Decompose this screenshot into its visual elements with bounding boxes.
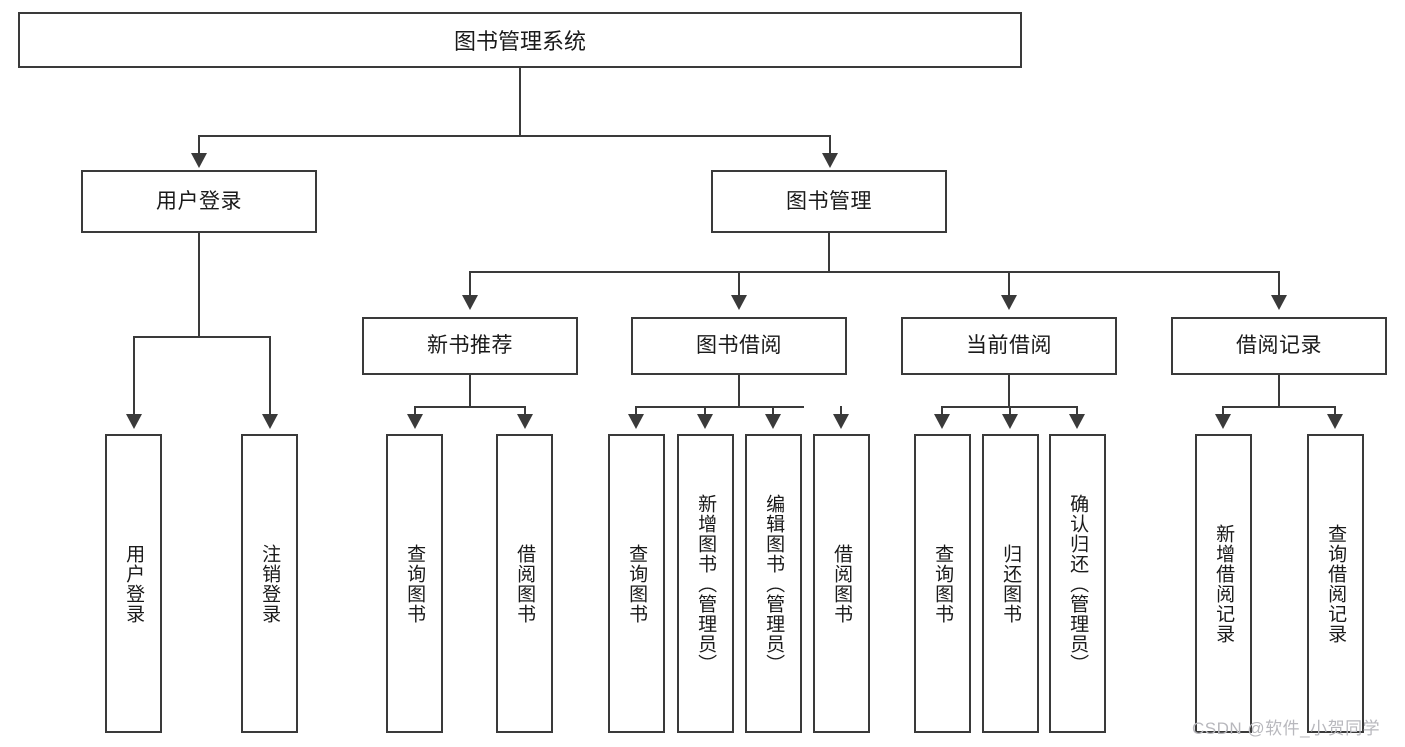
connector-bb-drop-3 <box>840 406 842 418</box>
arrowhead-leaf-bb-1 <box>697 414 713 429</box>
connector-cb-drop-1 <box>1009 406 1011 418</box>
node-label: 图书管理系统 <box>453 29 586 54</box>
node-label: 注销登录 <box>259 543 281 624</box>
node-label: 用户登录 <box>123 543 145 624</box>
arrowhead-leaf-nbr-1 <box>517 414 533 429</box>
leaf-book-borrow-1[interactable]: 新增图书（管理员） <box>677 434 734 733</box>
connector-root-to-user-login <box>198 135 200 156</box>
leaf-borrow-record-0[interactable]: 新增借阅记录 <box>1195 434 1252 733</box>
connector-user-login-bar <box>133 336 271 338</box>
arrowhead-leaf-cb-2 <box>1069 414 1085 429</box>
connector-bb-drop-1 <box>704 406 706 418</box>
connector-user-login-drop-0 <box>133 336 135 417</box>
arrowhead-book-borrow <box>731 295 747 310</box>
arrowhead-leaf-bb-0 <box>628 414 644 429</box>
node-new-book-recommend[interactable]: 新书推荐 <box>362 317 578 375</box>
node-label: 归还图书 <box>1000 543 1022 624</box>
node-book-borrow[interactable]: 图书借阅 <box>631 317 847 375</box>
leaf-current-borrow-2[interactable]: 确认归还（管理员） <box>1049 434 1106 733</box>
node-label: 新增图书（管理员） <box>695 493 717 674</box>
node-label: 确认归还（管理员） <box>1067 493 1089 674</box>
leaf-book-borrow-0[interactable]: 查询图书 <box>608 434 665 733</box>
node-label: 图书管理 <box>786 189 872 213</box>
arrowhead-new-book-recommend <box>462 295 478 310</box>
connector-book-manage-bar <box>469 271 1280 273</box>
arrowhead-leaf-br-0 <box>1215 414 1231 429</box>
arrowhead-leaf-br-1 <box>1327 414 1343 429</box>
connector-new-book-recommend-bar <box>414 406 526 408</box>
node-borrow-record[interactable]: 借阅记录 <box>1171 317 1387 375</box>
arrowhead-leaf-bb-2 <box>765 414 781 429</box>
connector-user-login-stem <box>198 233 200 337</box>
node-book-manage[interactable]: 图书管理 <box>711 170 947 233</box>
leaf-user-login-1[interactable]: 注销登录 <box>241 434 298 733</box>
connector-br-drop-1 <box>1334 406 1336 418</box>
connector-borrow-record-stem <box>1278 375 1280 408</box>
node-label: 借阅图书 <box>831 543 853 624</box>
node-label: 查询图书 <box>404 543 426 624</box>
connector-book-borrow-bar <box>635 406 804 408</box>
arrowhead-leaf-cb-0 <box>934 414 950 429</box>
connector-root-stem <box>519 68 521 136</box>
leaf-current-borrow-0[interactable]: 查询图书 <box>914 434 971 733</box>
connector-root-bar <box>198 135 831 137</box>
connector-book-manage-drop-1 <box>738 271 740 298</box>
connector-book-borrow-stem <box>738 375 740 408</box>
connector-cb-drop-2 <box>1076 406 1078 418</box>
connector-bb-drop-2 <box>772 406 774 418</box>
arrowhead-current-borrow <box>1001 295 1017 310</box>
connector-br-drop-0 <box>1222 406 1224 418</box>
arrowhead-borrow-record <box>1271 295 1287 310</box>
node-label: 查询借阅记录 <box>1325 523 1347 644</box>
arrowhead-book-manage <box>822 153 838 168</box>
arrowhead-leaf-nbr-0 <box>407 414 423 429</box>
node-root-system[interactable]: 图书管理系统 <box>18 12 1022 68</box>
leaf-new-book-recommend-0[interactable]: 查询图书 <box>386 434 443 733</box>
node-label: 用户登录 <box>156 189 242 213</box>
node-label: 编辑图书（管理员） <box>763 493 785 674</box>
leaf-current-borrow-1[interactable]: 归还图书 <box>982 434 1039 733</box>
connector-bb-drop-0 <box>635 406 637 418</box>
connector-book-manage-drop-2 <box>1008 271 1010 298</box>
connector-book-manage-drop-0 <box>469 271 471 298</box>
node-label: 图书借阅 <box>696 334 782 358</box>
connector-nbr-drop-0 <box>414 406 416 418</box>
connector-current-borrow-stem <box>1008 375 1010 408</box>
node-label: 借阅记录 <box>1236 334 1322 358</box>
leaf-book-borrow-3[interactable]: 借阅图书 <box>813 434 870 733</box>
arrowhead-leaf-cb-1 <box>1002 414 1018 429</box>
leaf-user-login-0[interactable]: 用户登录 <box>105 434 162 733</box>
node-label: 借阅图书 <box>514 543 536 624</box>
connector-nbr-drop-1 <box>524 406 526 418</box>
node-label: 当前借阅 <box>966 334 1052 358</box>
node-current-borrow[interactable]: 当前借阅 <box>901 317 1117 375</box>
node-label: 查询图书 <box>932 543 954 624</box>
arrowhead-leaf-user-login-1 <box>262 414 278 429</box>
arrowhead-leaf-user-login-0 <box>126 414 142 429</box>
leaf-book-borrow-2[interactable]: 编辑图书（管理员） <box>745 434 802 733</box>
connector-borrow-record-bar <box>1222 406 1336 408</box>
node-user-login[interactable]: 用户登录 <box>81 170 317 233</box>
arrowhead-leaf-bb-3 <box>833 414 849 429</box>
connector-cb-drop-0 <box>941 406 943 418</box>
leaf-borrow-record-1[interactable]: 查询借阅记录 <box>1307 434 1364 733</box>
node-label: 新增借阅记录 <box>1213 523 1235 644</box>
connector-book-manage-stem <box>828 233 830 272</box>
connector-book-manage-drop-3 <box>1278 271 1280 298</box>
node-label: 查询图书 <box>626 543 648 624</box>
connector-new-book-recommend-stem <box>469 375 471 408</box>
leaf-new-book-recommend-1[interactable]: 借阅图书 <box>496 434 553 733</box>
connector-user-login-drop-1 <box>269 336 271 417</box>
arrowhead-user-login <box>191 153 207 168</box>
connector-root-to-book-manage <box>829 135 831 156</box>
node-label: 新书推荐 <box>427 334 513 358</box>
